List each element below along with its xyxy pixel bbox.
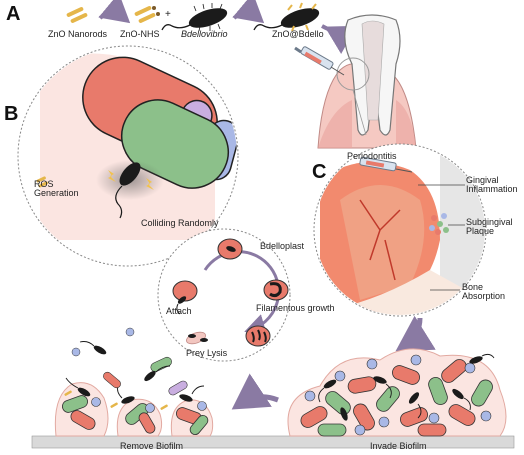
label-filamentous-growth: Filamentous growth	[256, 303, 335, 313]
panel-c-syringe-icon	[359, 156, 413, 173]
label-colliding-randomly: Colliding Randomly	[141, 218, 219, 228]
arrow-to-biofilm	[395, 315, 436, 352]
panel-b-zoom-circle	[17, 45, 239, 267]
label-invade-biofilm: Invade Biofilm	[370, 441, 427, 451]
arrow-nanorods-to-nhs	[98, 0, 131, 24]
ros-icon	[36, 176, 48, 188]
label-bdellovibrio: Bdellovibrio	[181, 29, 228, 39]
label-attach: Attach	[166, 306, 192, 316]
plaque-cluster	[429, 213, 449, 235]
label-prey-lysis: Prey Lysis	[186, 348, 228, 358]
substrate-surface	[31, 435, 515, 449]
label-plus: +	[165, 9, 171, 20]
invade-biofilm-cluster	[287, 348, 507, 437]
label-bdelloplast: Bdelloplast	[260, 241, 305, 251]
zno-bdello-icon	[253, 2, 320, 32]
zno-nhs-icon	[134, 6, 160, 23]
bdellovibrio-icon	[161, 3, 228, 32]
zno-nanorods-icon	[66, 7, 88, 23]
panel-c-leader-lines	[418, 184, 465, 291]
filamentous-icon	[263, 279, 289, 301]
label-periodontitis: Periodontitis	[347, 151, 397, 161]
label-gingival-inflammation: Gingival Inflammation	[466, 175, 518, 195]
lysis-debris-icon	[186, 331, 208, 345]
panel-label-a: A	[6, 3, 21, 25]
label-remove-biofilm: Remove Biofilm	[120, 441, 184, 451]
floating-bacteria	[71, 327, 188, 396]
syringe-icon	[294, 46, 345, 76]
panel-label-c: C	[312, 161, 327, 183]
label-zno-nanorods: ZnO Nanorods	[48, 29, 108, 39]
bdello-colliding	[108, 162, 154, 219]
label-zno-bdello: ZnO@Bdello	[272, 29, 324, 39]
remove-biofilm-cluster	[54, 377, 214, 437]
tooth-illustration	[317, 14, 417, 149]
panel-label-b: B	[4, 103, 19, 125]
prey-lysis-icon	[245, 325, 271, 347]
label-ros-generation: ROS Generation	[34, 179, 79, 199]
label-zno-nhs: ZnO-NHS	[120, 29, 160, 39]
arrow-to-product	[232, 0, 265, 24]
label-bone-absorption: Bone Absorption	[462, 282, 506, 302]
arrow-to-remove	[231, 373, 279, 410]
bdelloplast-icon	[217, 238, 243, 260]
label-subgingival-plaque: Subgingival Plaque	[466, 217, 513, 237]
attach-icon	[172, 280, 198, 315]
